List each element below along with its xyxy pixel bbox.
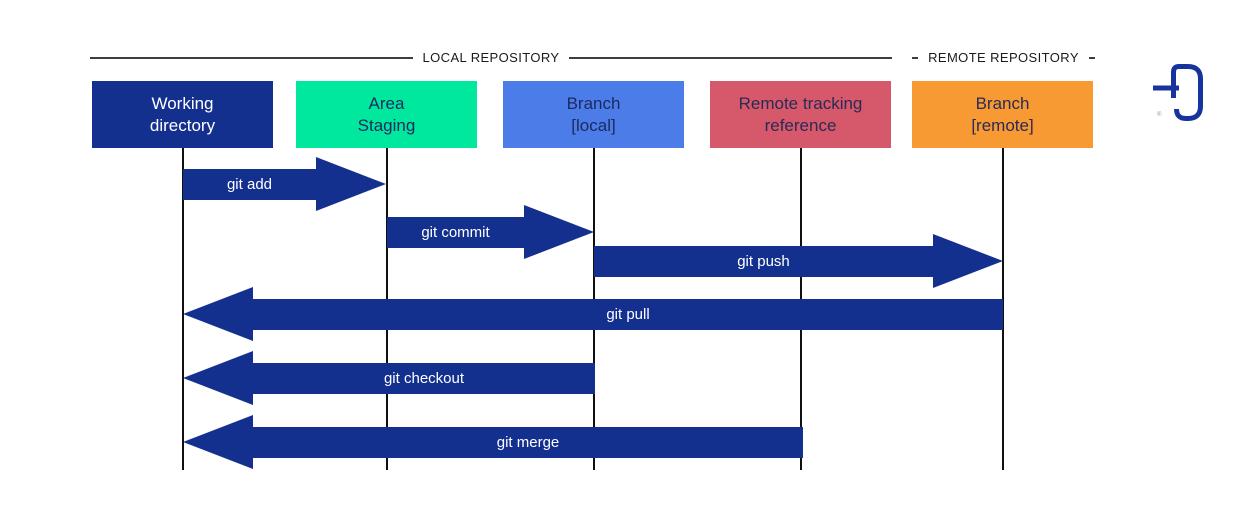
header-remote-repository: REMOTE REPOSITORY	[912, 49, 1095, 66]
header-rule-left	[90, 56, 413, 59]
arrow-body: git pull	[253, 298, 1003, 330]
arrowhead-left-icon	[183, 287, 253, 341]
arrow-label: git pull	[606, 305, 650, 323]
arrow-body: git checkout	[253, 362, 595, 394]
header-dash-right	[1088, 56, 1095, 59]
column-box-staging-area: Area Staging	[296, 81, 477, 148]
box-label-line2: directory	[149, 115, 216, 135]
column-box-remote-tracking-reference: Remote tracking reference	[710, 81, 891, 148]
arrow-body: git commit	[387, 216, 524, 248]
registered-trademark-symbol: ®	[1157, 111, 1162, 118]
box-label-line2: reference	[764, 115, 837, 135]
header-local-repository: LOCAL REPOSITORY	[90, 49, 892, 66]
arrow-git-push: git push	[594, 234, 1003, 288]
header-remote-label: REMOTE REPOSITORY	[928, 50, 1079, 65]
box-label-line1: Branch	[566, 93, 621, 113]
logo-crossbar	[1153, 85, 1179, 91]
arrowhead-left-icon	[183, 415, 253, 469]
header-local-label: LOCAL REPOSITORY	[422, 50, 560, 65]
box-label-line1: Branch	[975, 93, 1030, 113]
arrowhead-right-icon	[316, 157, 386, 211]
box-label-line2: [remote]	[971, 115, 1034, 135]
arrow-label: git push	[737, 252, 790, 270]
box-label-line2: Staging	[357, 115, 416, 135]
header-dash-left	[912, 56, 919, 59]
box-label-line1: Remote tracking	[738, 93, 863, 113]
arrowhead-right-icon	[933, 234, 1003, 288]
column-box-working-directory: Working directory	[92, 81, 273, 148]
column-box-branch-local: Branch [local]	[503, 81, 684, 148]
logo-d-glyph	[1171, 64, 1203, 121]
arrow-git-commit: git commit	[387, 205, 594, 259]
arrow-label: git add	[226, 175, 273, 193]
arrow-git-add: git add	[183, 157, 386, 211]
arrowhead-left-icon	[183, 351, 253, 405]
arrowhead-right-icon	[524, 205, 594, 259]
arrow-label: git checkout	[383, 369, 465, 387]
box-label-line2: [local]	[571, 115, 616, 135]
arrow-git-pull: git pull	[183, 287, 1003, 341]
arrow-body: git push	[594, 245, 933, 277]
arrow-git-merge: git merge	[183, 415, 803, 469]
box-label-line1: Area	[368, 93, 405, 113]
arrow-body: git add	[183, 168, 316, 200]
arrow-git-checkout: git checkout	[183, 351, 595, 405]
header-rule-right	[569, 56, 892, 59]
arrow-label: git merge	[496, 433, 560, 451]
arrow-body: git merge	[253, 426, 803, 458]
arrow-label: git commit	[421, 223, 490, 241]
column-box-branch-remote: Branch [remote]	[912, 81, 1093, 148]
brand-logo: ®	[1153, 64, 1203, 121]
box-label-line1: Working	[151, 93, 214, 113]
lifeline-branch-remote	[1002, 148, 1004, 470]
